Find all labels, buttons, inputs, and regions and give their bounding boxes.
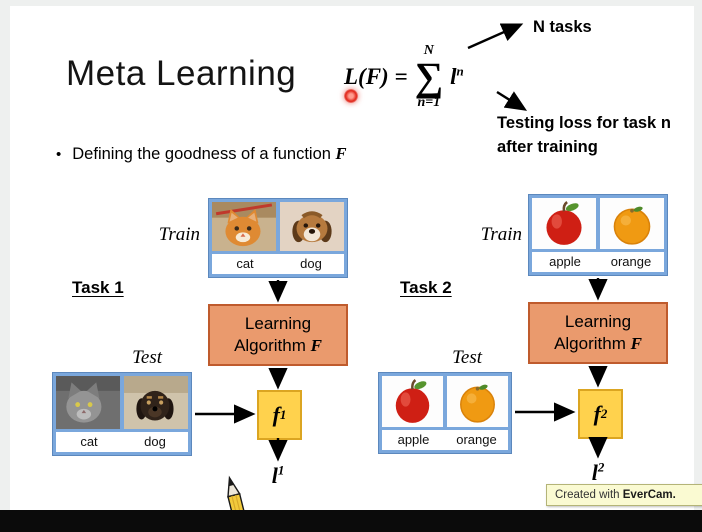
formula-lhs: L(F) = xyxy=(344,64,408,89)
task2-train-box: apple orange xyxy=(528,194,668,276)
watermark-brand: EverCam. xyxy=(622,489,676,501)
algorithm-word: Algorithm xyxy=(554,334,631,353)
orange-photo xyxy=(600,198,664,249)
test-item-label: apple xyxy=(397,432,430,447)
task1-test-photos xyxy=(56,376,188,429)
slide-background: Meta Learning L(F) = N ∑ n=1 ln N tasks … xyxy=(10,6,702,529)
train-item-label: apple xyxy=(549,254,581,269)
task2-test-photos xyxy=(382,376,508,427)
task1-loss: l1 xyxy=(258,463,298,489)
task2-label: Task 2 xyxy=(400,278,452,297)
l2-base: l xyxy=(591,460,598,485)
apple-photo xyxy=(532,198,596,249)
apple-photo xyxy=(382,376,443,427)
task2-learning-algorithm-box: Learning Algorithm F xyxy=(528,302,668,364)
watermark: Created with EverCam. xyxy=(546,484,702,506)
task1-label: Task 1 xyxy=(72,278,124,297)
algorithm-word: Algorithm xyxy=(234,336,311,355)
l1-base: l xyxy=(271,463,278,488)
test-item-label: dog xyxy=(144,434,166,449)
cat-photo xyxy=(212,202,276,251)
train-item-label: cat xyxy=(236,256,254,271)
task2-train-label: Train xyxy=(480,224,522,245)
algorithm-line2: Algorithm F xyxy=(530,333,666,355)
task1-test-label: Test xyxy=(132,347,162,368)
sigma-glyph: ∑ xyxy=(414,54,444,99)
bottom-bar xyxy=(0,510,702,532)
task2-test-box: apple orange xyxy=(378,372,512,454)
loss-term-superscript: n xyxy=(456,63,464,79)
loss-formula: L(F) = N ∑ n=1 ln xyxy=(344,44,464,110)
orange-photo xyxy=(447,376,508,427)
sum-lower-limit: n=1 xyxy=(417,95,441,110)
task2-loss: l2 xyxy=(578,460,618,486)
test-item-label: orange xyxy=(456,432,497,447)
f2-base: f xyxy=(593,401,601,426)
task2-test-item-labels: apple orange xyxy=(382,430,508,450)
algorithm-f-symbol: F xyxy=(630,334,642,353)
task1-train-label: Train xyxy=(158,224,200,245)
summation-symbol: N ∑ n=1 xyxy=(415,44,444,110)
task1-test-box: cat dog xyxy=(52,372,192,456)
train-item-label: orange xyxy=(610,254,652,269)
test-item-label: cat xyxy=(80,434,98,449)
l1-superscript: 1 xyxy=(277,462,285,478)
task2-train-photos xyxy=(532,198,664,249)
loss-term: ln xyxy=(450,64,464,90)
bullet-text: Defining the goodness of a function xyxy=(72,145,336,163)
bullet-f-symbol: F xyxy=(335,144,347,163)
gray-cat-photo xyxy=(56,376,120,429)
algorithm-line1: Learning xyxy=(244,313,312,333)
dark-dog-photo xyxy=(124,376,188,429)
testing-loss-line2: after training xyxy=(497,137,598,156)
n-tasks-callout: N tasks xyxy=(533,18,592,36)
task2-test-label: Test xyxy=(452,347,482,368)
testing-loss-callout: Testing loss for task n after training xyxy=(497,112,671,160)
task1-train-photos xyxy=(212,202,344,251)
sum-upper-limit: N xyxy=(423,43,434,58)
dog-photo xyxy=(280,202,344,251)
task2-train-item-labels: apple orange xyxy=(532,252,664,272)
algorithm-f-symbol: F xyxy=(310,336,322,355)
task1-learning-algorithm-box: Learning Algorithm F xyxy=(208,304,348,366)
arrow-to-testing-loss xyxy=(496,90,528,111)
algorithm-line1: Learning xyxy=(564,311,632,331)
watermark-text: Created with xyxy=(555,489,623,501)
task1-train-box: cat dog xyxy=(208,198,348,278)
testing-loss-line1: Testing loss for task n xyxy=(497,114,671,132)
loss-term-base: l xyxy=(450,64,457,89)
laser-pointer-dot xyxy=(344,89,358,103)
task1-test-item-labels: cat dog xyxy=(56,432,188,452)
f1-base: f xyxy=(272,402,280,427)
bullet-point: Defining the goodness of a function F xyxy=(56,144,347,164)
page-title: Meta Learning xyxy=(66,54,297,93)
l2-superscript: 2 xyxy=(597,459,605,475)
train-item-label: dog xyxy=(300,256,322,271)
algorithm-line2: Algorithm F xyxy=(210,335,346,357)
arrow-to-n-tasks xyxy=(467,23,524,50)
task1-train-item-labels: cat dog xyxy=(212,254,344,274)
